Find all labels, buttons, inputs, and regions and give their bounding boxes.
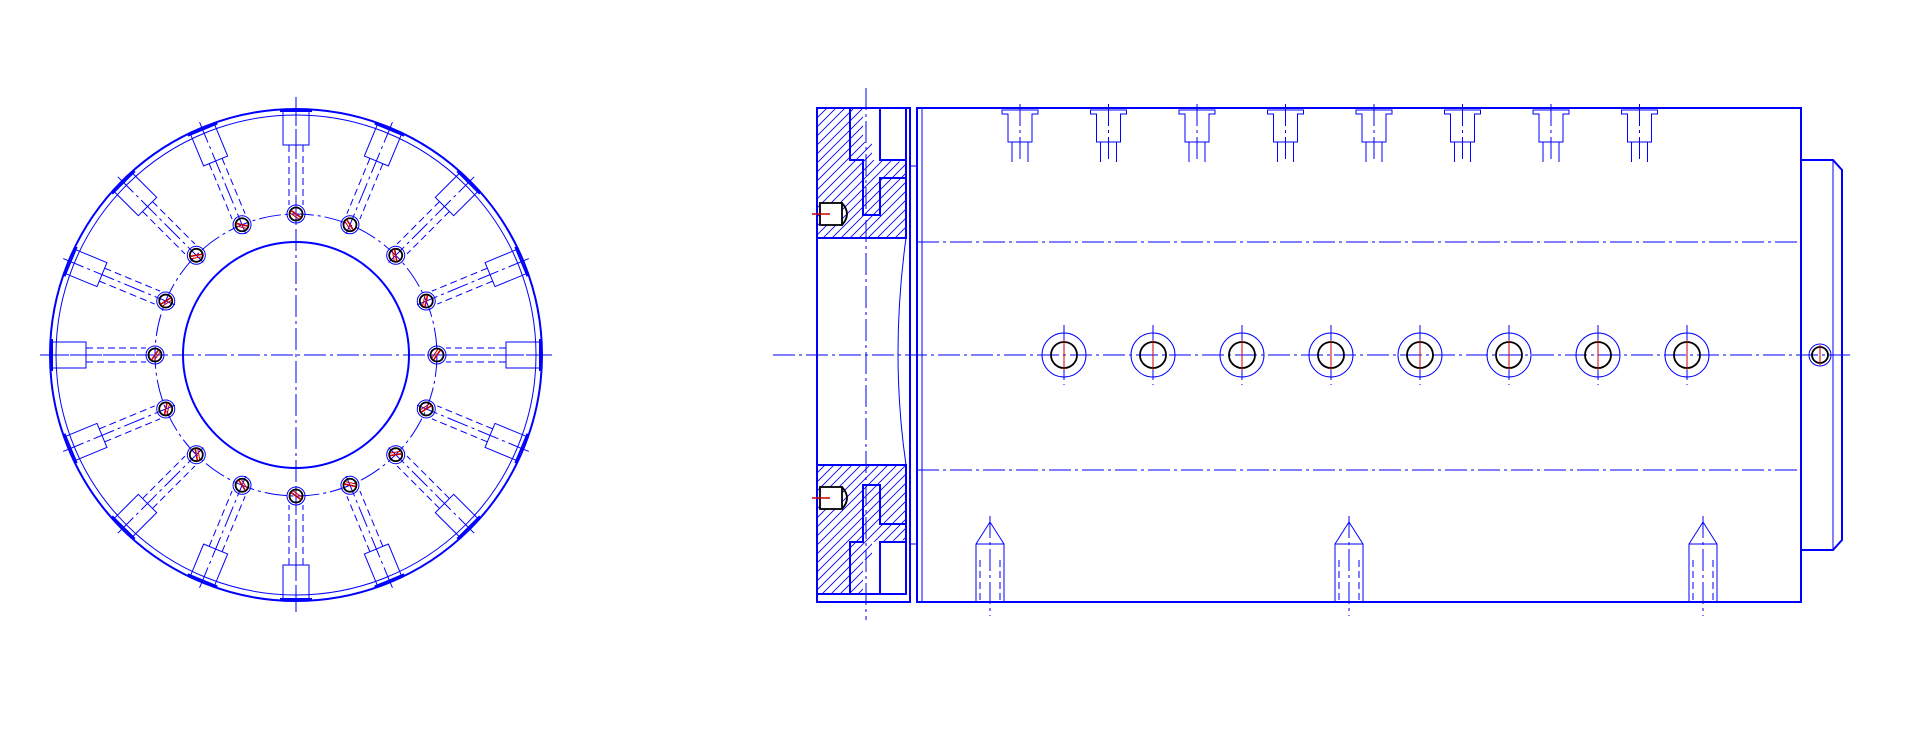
bolt-screw	[286, 486, 306, 506]
bottom-tapped-hole	[1688, 516, 1718, 616]
bolt-screw	[145, 345, 165, 365]
bolt-screw	[156, 291, 176, 311]
bolt-screw	[416, 399, 436, 419]
front-port	[1219, 325, 1265, 385]
front-port	[1397, 325, 1443, 385]
bottom-tapped-hole	[1334, 516, 1364, 616]
top-hole	[1621, 104, 1658, 162]
flange-section-bottom	[817, 464, 907, 595]
end-view	[40, 97, 552, 612]
radial-hole	[387, 446, 481, 540]
bolt-screw	[427, 345, 447, 365]
radial-hole	[187, 121, 247, 236]
top-hole	[1444, 104, 1481, 162]
bottom-tapped-holes	[975, 516, 1718, 616]
top-hole	[1532, 104, 1570, 162]
bolt-screw	[386, 445, 406, 465]
bolt-screw	[386, 245, 406, 265]
front-port	[1664, 325, 1710, 385]
bolt-screw	[340, 475, 360, 495]
end-port	[1808, 343, 1832, 367]
bolt-screw	[286, 204, 306, 224]
bolt-screw	[232, 475, 252, 495]
flange-plug-bottom	[812, 486, 848, 510]
bolt-screw	[416, 291, 436, 311]
radial-hole	[387, 170, 481, 264]
front-port	[1130, 325, 1176, 385]
front-port	[1575, 325, 1621, 385]
radial-hole	[111, 446, 205, 540]
radial-hole	[62, 404, 177, 464]
bolt-screw	[186, 445, 206, 465]
bottom-tapped-hole	[975, 516, 1005, 616]
top-hole	[1090, 104, 1127, 162]
top-hole	[1267, 104, 1304, 162]
front-port	[1308, 325, 1354, 385]
radial-holes	[44, 103, 548, 607]
top-hole	[1355, 104, 1393, 162]
bolt-screw	[186, 245, 206, 265]
radial-hole	[111, 170, 205, 264]
bolt-circle-screws	[145, 204, 447, 506]
flange-section-top	[817, 107, 907, 239]
side-view	[773, 88, 1850, 620]
bore-profile	[897, 237, 907, 466]
front-port	[1486, 325, 1532, 385]
bolt-screw	[340, 215, 360, 235]
front-port	[1041, 325, 1087, 385]
bolt-screw	[156, 399, 176, 419]
flange-plug-top	[812, 202, 848, 226]
top-hole	[1001, 104, 1039, 162]
top-hole	[1178, 104, 1216, 162]
top-radial-holes	[1001, 104, 1658, 162]
bolt-screw	[232, 215, 252, 235]
front-ports	[1041, 325, 1710, 385]
